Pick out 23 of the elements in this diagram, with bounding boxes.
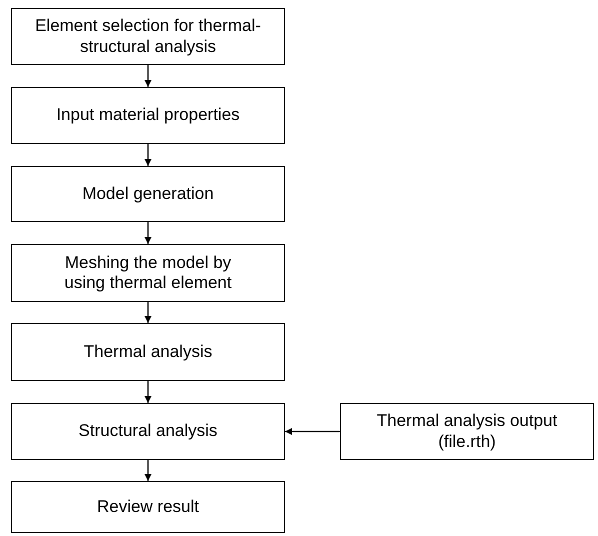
box-label: Thermal analysis [84, 342, 212, 362]
arrow [285, 428, 340, 435]
process-box [11, 87, 285, 144]
process-box [11, 244, 285, 302]
box-label: Input material properties [56, 105, 240, 126]
box-label: Structural analysis [78, 421, 218, 442]
process-box [11, 403, 285, 460]
arrow [144, 381, 152, 403]
arrow [144, 302, 152, 323]
arrow [144, 460, 152, 481]
process-box [11, 8, 285, 65]
box-label: Meshing the model by using thermal element [63, 252, 233, 294]
process-box [11, 481, 285, 533]
process-box [340, 403, 594, 460]
arrow [144, 65, 152, 87]
box-label: Thermal analysis output (file.rth) [376, 411, 558, 452]
box-label: Review result [96, 496, 200, 518]
box-label: Element selection for thermal-structural analysis [34, 16, 262, 57]
box-label: Model generation [82, 184, 214, 204]
process-box [11, 166, 285, 222]
arrow [144, 222, 152, 244]
arrow [144, 144, 152, 166]
process-box [11, 323, 285, 381]
